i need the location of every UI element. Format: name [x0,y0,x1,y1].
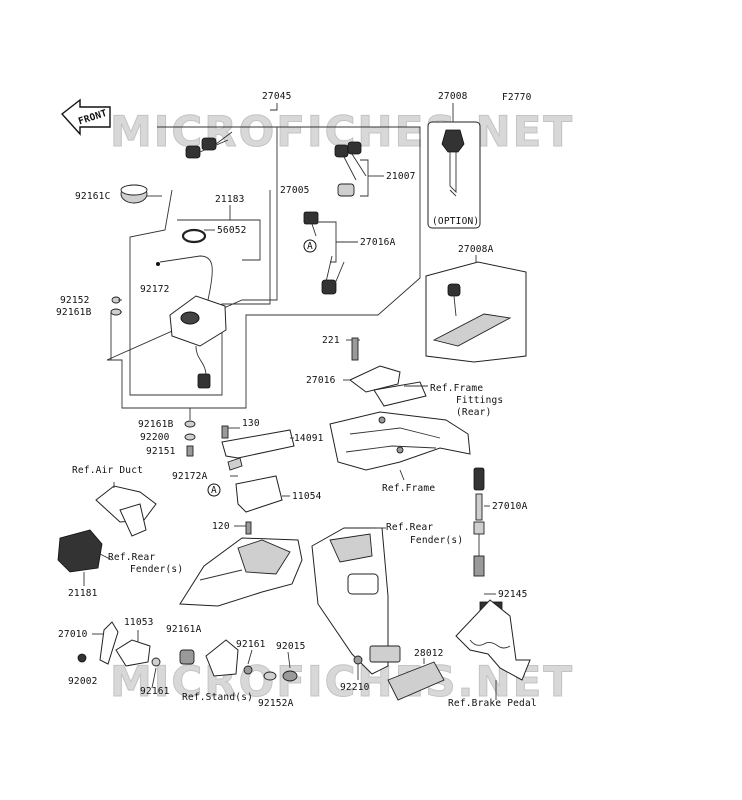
part-label: 92172 [140,284,170,295]
part-label: 56052 [217,225,247,236]
part-label: 21007 [386,171,416,182]
part-label: 27045 [262,91,292,102]
part-label: 92145 [498,589,528,600]
part-label: 130 [242,418,260,429]
ref-label: Fender(s) [410,535,463,546]
part-label: 92152 [60,295,90,306]
part-labels: 27045 27008 92161C 21183 27005 21007 560… [56,91,537,709]
ref-label: Ref.Stand(s) [182,692,253,703]
part-label: 27016A [360,237,396,248]
part-label: 92210 [340,682,370,693]
part-label: 92015 [276,641,306,652]
watermark-bottom: MICROFICHES.NET [110,657,574,706]
key-lock-icon [303,211,345,295]
option-key: (OPTION) [427,103,481,229]
key-card [425,255,527,363]
part-label: 92161B [56,307,92,318]
part-label: 92200 [140,432,170,443]
option-label: (OPTION) [432,216,479,227]
frame-area [329,337,471,481]
brake-pedal-area [455,467,531,700]
ref-label: Ref.Frame [382,483,435,494]
part-label: 92161 [140,686,170,697]
o-ring-icon [181,228,207,244]
ref-label: Ref.Frame [430,383,483,394]
relay-block-icon [57,529,103,573]
right-rear-fender [311,527,445,701]
part-label: 27010 [58,629,88,640]
ref-label: Fender(s) [130,564,183,575]
callout-a-bottom: A [211,485,217,496]
ref-label: Ref.Rear [386,522,433,533]
part-label: 27005 [280,185,310,196]
part-label: 92172A [172,471,208,482]
part-label: 92161 [236,639,266,650]
part-label: 92151 [146,446,176,457]
ref-label: Ref.Rear [108,552,155,563]
reflector-icon [387,661,445,701]
part-label: 21181 [68,588,98,599]
ref-label: Fittings [456,395,503,406]
part-label: 21183 [215,194,245,205]
key-pair-icon [334,141,367,197]
part-label: 92161C [75,191,111,202]
part-label: 27008A [458,244,494,255]
part-label: 27008 [438,91,468,102]
bracket-assembly: A [207,425,295,535]
ref-label: (Rear) [456,407,492,418]
left-rear-fender [179,537,303,607]
part-label: 28012 [414,648,444,659]
part-label: 14091 [294,433,324,444]
ref-label: Ref.Air Duct [72,465,143,476]
figure-code: F2770 [502,92,532,103]
ignition-switch-assembly: A [106,103,421,457]
part-label: 221 [322,335,340,346]
air-duct-area [57,482,157,586]
part-label: 11054 [292,491,322,502]
part-label: 92152A [258,698,294,709]
front-arrow-icon: FRONT [60,98,111,136]
part-label: 11053 [124,617,154,628]
part-label: 92161A [166,624,202,635]
ref-label: Ref.Brake Pedal [448,698,537,709]
part-label: 120 [212,521,230,532]
part-label: 27016 [306,375,336,386]
part-label: 92161B [138,419,174,430]
part-label: 92002 [68,676,98,687]
callout-a-top: A [307,241,313,252]
stand-parts [77,621,298,689]
part-label: 27010A [492,501,528,512]
key-pair-icon [185,131,233,159]
